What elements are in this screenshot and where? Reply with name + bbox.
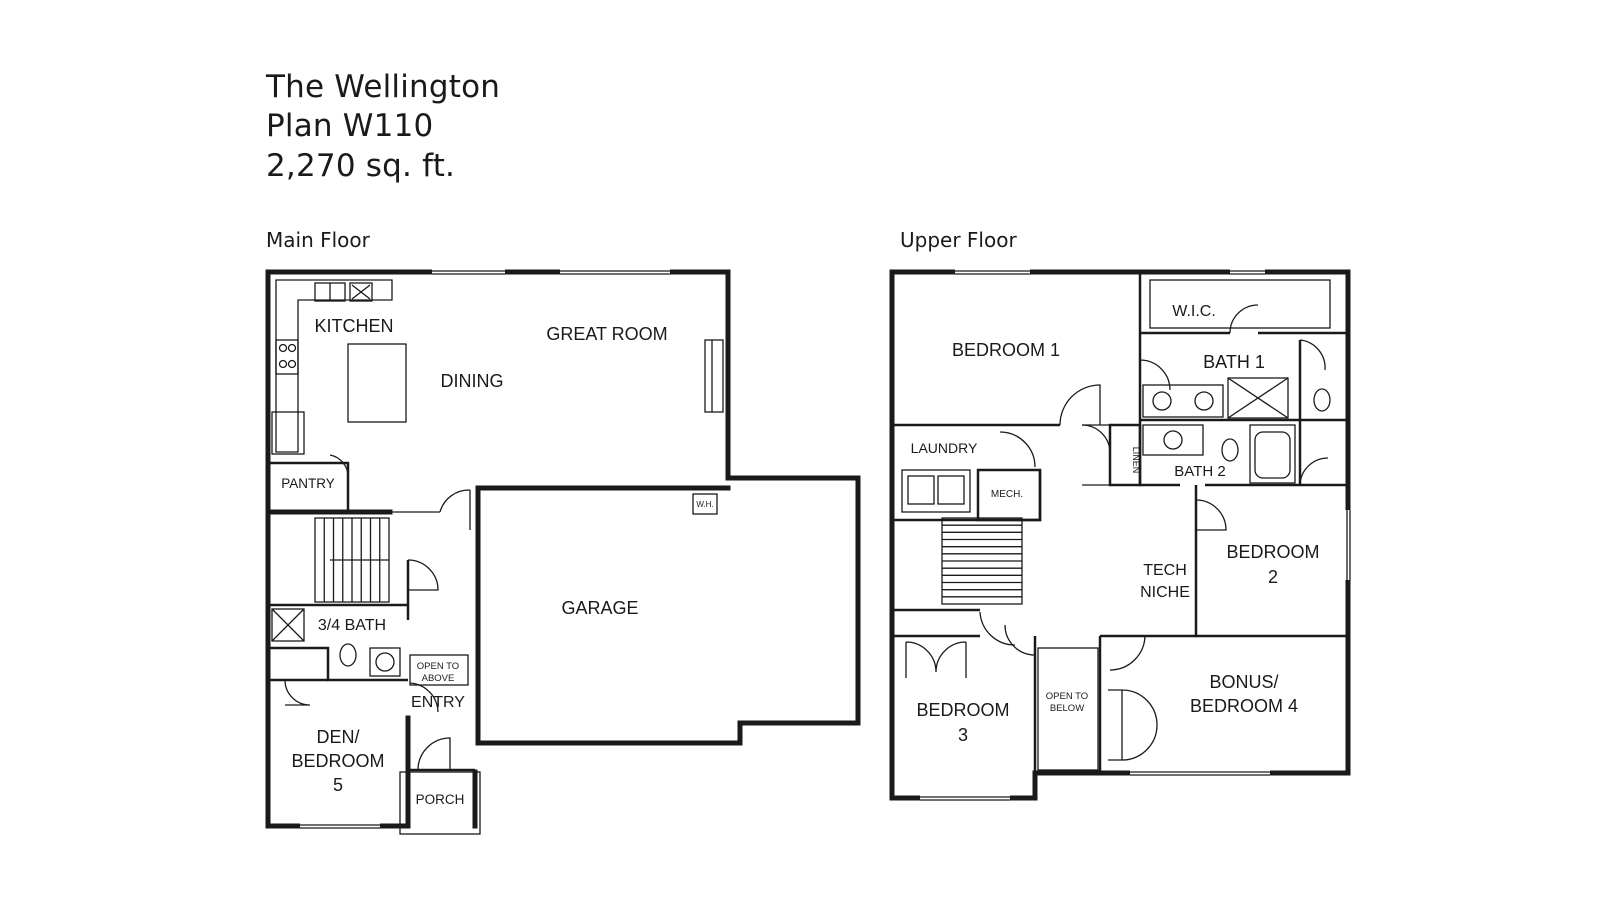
room-den-line3: 5 <box>333 775 343 795</box>
room-great-room: GREAT ROOM <box>546 324 667 344</box>
room-three-quarter-bath: 3/4 BATH <box>318 617 386 634</box>
room-dining: DINING <box>441 371 504 391</box>
room-tech-niche-2: NICHE <box>1140 584 1190 601</box>
plan-area: 2,270 sq. ft. <box>266 148 456 184</box>
upper-floor-title: Upper Floor <box>900 228 1017 252</box>
label-open-to-below-2: BELOW <box>1050 703 1084 714</box>
room-bedroom-1: BEDROOM 1 <box>952 340 1060 360</box>
label-open-to-above-1: OPEN TO <box>417 661 459 672</box>
label-water-heater: W.H. <box>696 500 713 509</box>
label-open-to-above-2: ABOVE <box>422 673 455 684</box>
upper-floor-plan <box>889 268 1352 802</box>
plan-name: The Wellington <box>266 69 501 105</box>
label-linen: LINEN <box>1131 447 1141 474</box>
room-bedroom-3-line2: 3 <box>958 725 968 745</box>
room-wic: W.I.C. <box>1172 303 1216 320</box>
room-bedroom-2-line2: 2 <box>1268 567 1278 587</box>
main-floor-title: Main Floor <box>266 228 370 252</box>
room-bonus-line1: BONUS/ <box>1209 672 1278 692</box>
room-mech: MECH. <box>991 489 1023 500</box>
room-pantry: PANTRY <box>281 476 335 491</box>
room-porch: PORCH <box>416 792 465 807</box>
label-open-to-below-1: OPEN TO <box>1046 691 1088 702</box>
room-bedroom-3-line1: BEDROOM <box>916 700 1009 720</box>
main-stair-treads <box>323 518 381 602</box>
room-bedroom-2-line1: BEDROOM <box>1226 542 1319 562</box>
room-laundry: LAUNDRY <box>911 440 978 456</box>
room-bonus-line2: BEDROOM 4 <box>1190 696 1298 716</box>
room-den-line1: DEN/ <box>316 727 359 747</box>
room-bath-1: BATH 1 <box>1203 352 1265 372</box>
upper-stair-treads <box>942 524 1022 598</box>
main-floor-plan <box>265 268 861 835</box>
room-bath-2: BATH 2 <box>1174 463 1225 480</box>
room-tech-niche-1: TECH <box>1143 562 1187 579</box>
room-garage: GARAGE <box>561 598 638 618</box>
plan-code: Plan W110 <box>266 108 434 144</box>
room-den-line2: BEDROOM <box>291 751 384 771</box>
room-kitchen: KITCHEN <box>314 316 393 336</box>
room-entry: ENTRY <box>411 694 465 711</box>
